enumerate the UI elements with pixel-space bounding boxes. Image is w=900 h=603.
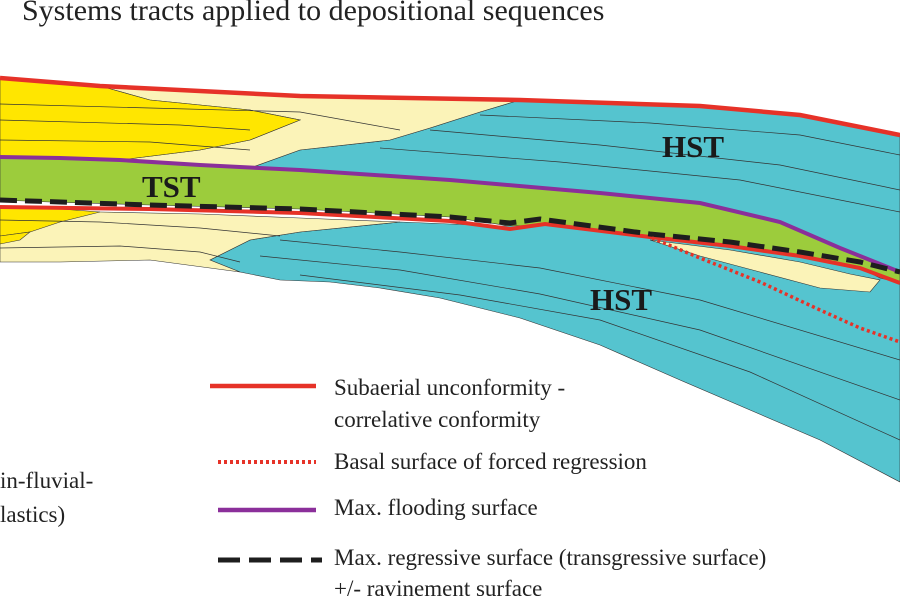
subaerial-unconformity-top <box>0 75 900 138</box>
bedding-line <box>0 219 281 237</box>
hst-lower-label: HST <box>590 282 652 317</box>
max-flooding-surface <box>0 155 900 274</box>
bedding-line <box>279 239 900 361</box>
max-regressive-surface <box>0 197 900 275</box>
basal-surface-forced-regression <box>651 236 900 344</box>
bedding-lines <box>0 103 900 441</box>
legend-mfs: Max. flooding surface <box>334 495 538 520</box>
legend-subaerial-line2: correlative conformity <box>334 407 541 432</box>
side-text-line1: in-fluvial- <box>0 468 94 493</box>
legend-mrs-line1: Max. regressive surface (transgressive s… <box>334 545 767 570</box>
bedding-line <box>0 119 251 131</box>
tst-label: TST <box>142 169 201 204</box>
diagram-title: Systems tracts applied to depositional s… <box>22 0 605 27</box>
bedding-line <box>0 139 251 151</box>
bedding-line <box>299 274 900 441</box>
bedding-line <box>379 147 900 213</box>
bedding-line <box>0 245 241 263</box>
lower-hst-fluvial-tongue <box>0 231 32 245</box>
side-text-line2: lastics) <box>0 502 66 527</box>
legend-subaerial-line1: Subaerial unconformity - <box>334 375 566 400</box>
bedding-line <box>0 103 401 131</box>
bedding-line <box>429 129 900 191</box>
hst-upper-label: HST <box>662 129 724 164</box>
subaerial-unconformity-lower <box>0 205 900 285</box>
forced-regression-wedge <box>649 239 881 293</box>
bedding-line <box>259 255 900 401</box>
lower-hst-shoreface <box>0 209 401 273</box>
bedding-line <box>479 114 900 156</box>
legend-bsfr: Basal surface of forced regression <box>334 449 647 474</box>
legend-mrs-line2: +/- ravinement surface <box>334 576 543 601</box>
